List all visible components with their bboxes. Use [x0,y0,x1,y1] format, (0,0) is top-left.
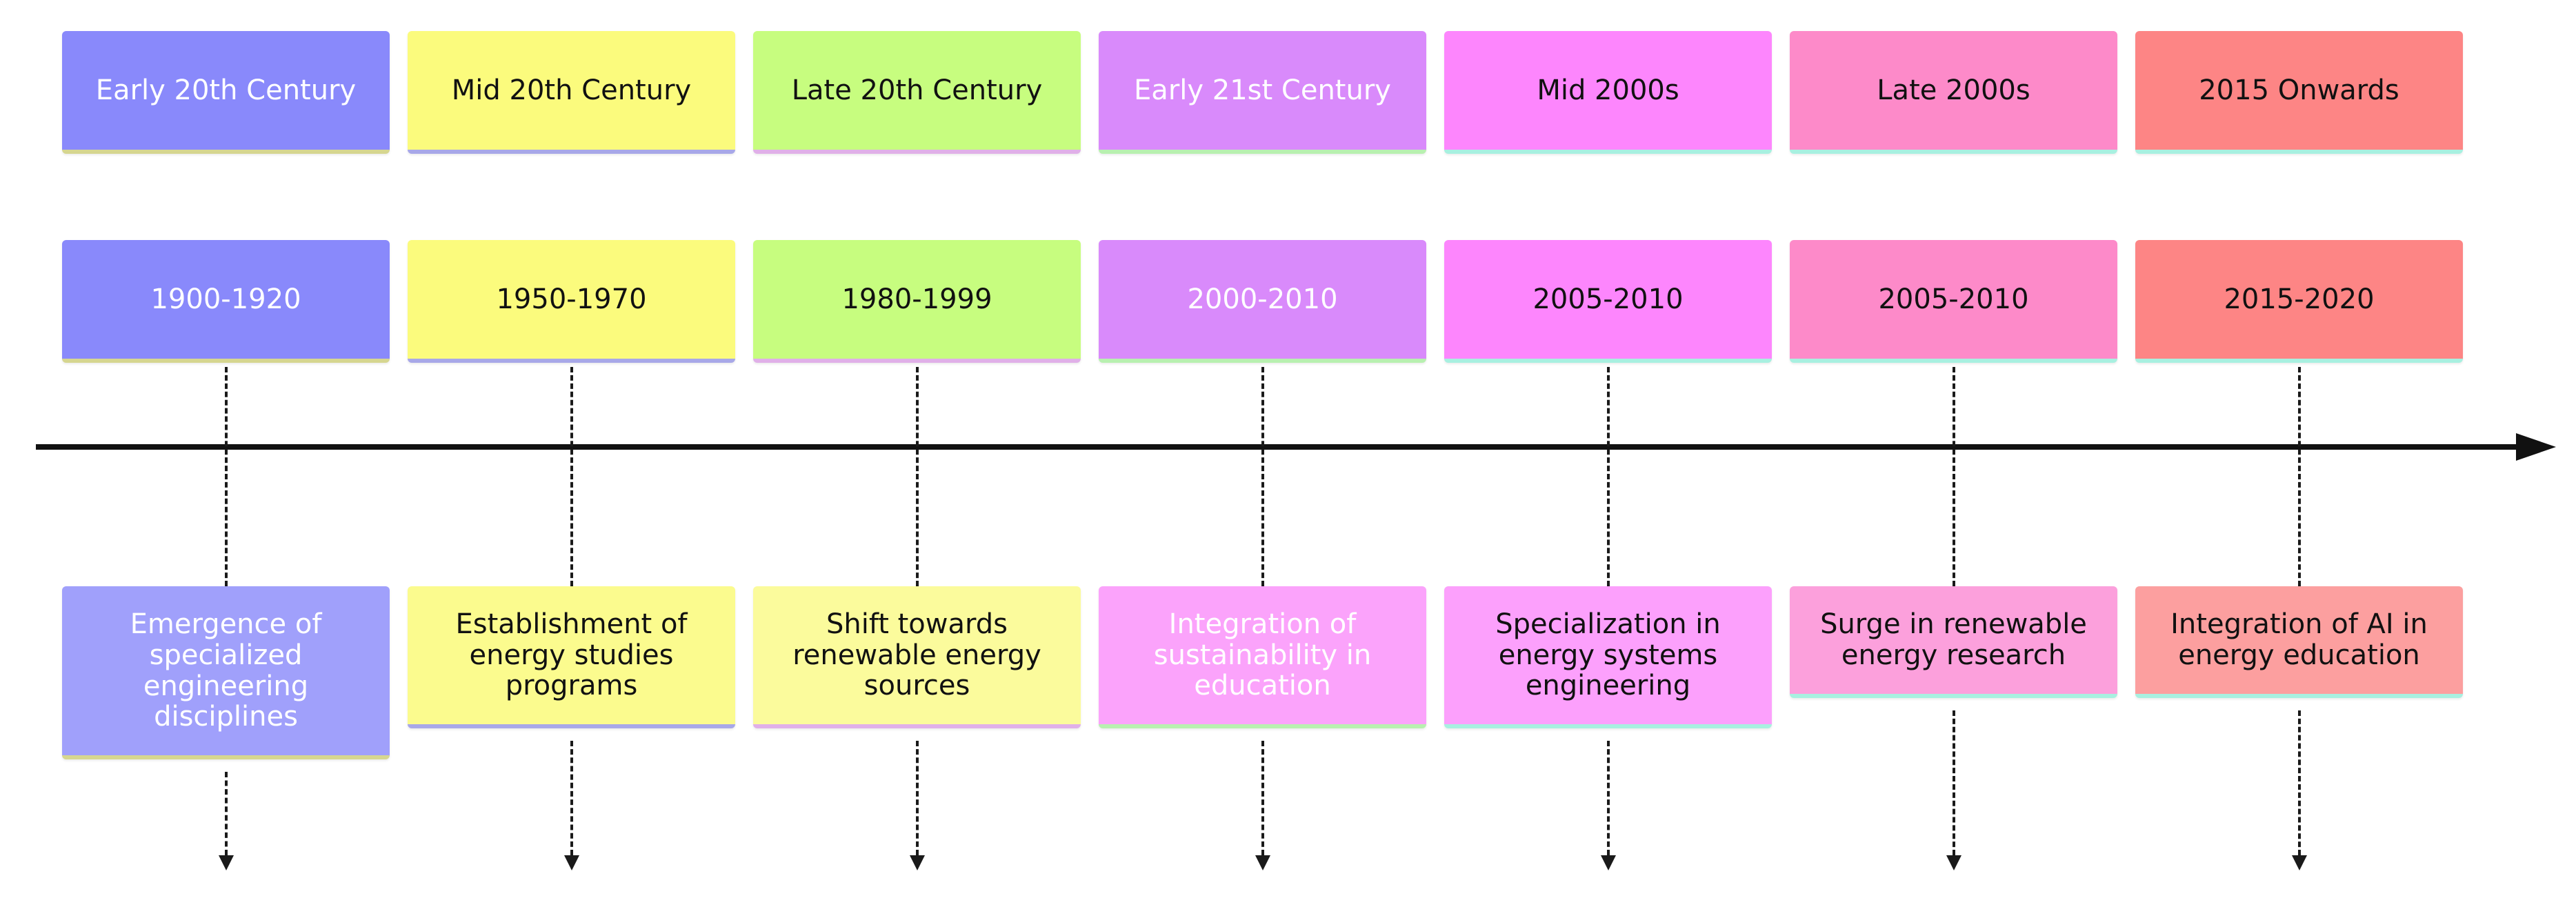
dashed-connector [570,367,573,586]
period-label: Late 2000s [1877,74,2030,106]
down-arrow-icon [909,855,925,870]
dashed-connector [1261,741,1264,855]
date-range-box: 2005-2010 [1790,240,2117,363]
date-range-label: 1900-1920 [150,283,301,315]
event-description-line: energy research [1841,639,2066,671]
dashed-connector [2297,367,2301,586]
dashed-connector [224,367,228,586]
dashed-connector [1952,367,1955,586]
down-arrow-icon [2291,855,2307,870]
period-label: Mid 20th Century [451,74,692,106]
period-box: Mid 20th Century [408,31,735,154]
event-description-line: Surge in renewable [1820,608,2087,641]
event-description-line: specialized [149,639,303,671]
event-description-line: sustainability in [1153,639,1372,671]
event-description-line: energy studies [469,639,674,671]
date-range-label: 2005-2010 [1878,283,2029,315]
event-description-line: Integration of [1168,608,1357,640]
period-label: Early 21st Century [1134,74,1391,106]
date-range-box: 1980-1999 [753,240,1081,363]
date-range-label: 1980-1999 [841,283,992,315]
period-box: Late 20th Century [753,31,1081,154]
event-description-line: sources [863,670,970,702]
event-description-line: Emergence of [130,608,322,640]
period-box: Early 21st Century [1099,31,1426,154]
event-description-line: engineering [143,670,309,702]
dashed-connector [1606,367,1610,586]
period-box: Mid 2000s [1444,31,1772,154]
period-label: Late 20th Century [791,74,1043,106]
event-description-line: energy education [2178,639,2420,671]
period-box: 2015 Onwards [2135,31,2463,154]
down-arrow-icon [218,855,234,870]
event-description-line: Integration of AI in [2170,608,2428,641]
dashed-connector [915,741,919,855]
dashed-connector [570,741,573,855]
period-label: 2015 Onwards [2199,74,2399,106]
date-range-box: 2015-2020 [2135,240,2463,363]
dashed-connector [2297,710,2301,855]
down-arrow-icon [1255,855,1270,870]
event-description-line: education [1194,670,1331,702]
timeline-axis-arrowhead [2516,433,2556,461]
period-box: Late 2000s [1790,31,2117,154]
date-range-label: 2005-2010 [1532,283,1684,315]
date-range-label: 2000-2010 [1187,283,1338,315]
down-arrow-icon [1600,855,1616,870]
date-range-box: 2005-2010 [1444,240,1772,363]
event-description-line: Specialization in [1495,608,1721,640]
timeline-axis [36,444,2519,450]
date-range-box: 1950-1970 [408,240,735,363]
down-arrow-icon [563,855,579,870]
period-label: Early 20th Century [95,74,357,106]
dashed-connector [915,367,919,586]
dashed-connector [1606,741,1610,855]
date-range-box: 1900-1920 [62,240,390,363]
event-description-line: engineering [1525,670,1691,702]
dashed-connector [224,772,228,855]
dashed-connector [1952,710,1955,855]
period-label: Mid 2000s [1537,74,1679,106]
event-description-line: Shift towards [826,608,1008,640]
date-range-box: 2000-2010 [1099,240,1426,363]
period-box: Early 20th Century [62,31,390,154]
date-range-label: 2015-2020 [2224,283,2375,315]
dashed-connector [1261,367,1264,586]
event-description-line: disciplines [154,701,298,733]
event-description-line: energy systems [1498,639,1718,671]
down-arrow-icon [1946,855,1961,870]
event-description-line: renewable energy [792,639,1041,671]
event-description-line: programs [505,670,638,702]
event-description-line: Establishment of [455,608,688,640]
date-range-label: 1950-1970 [496,283,647,315]
